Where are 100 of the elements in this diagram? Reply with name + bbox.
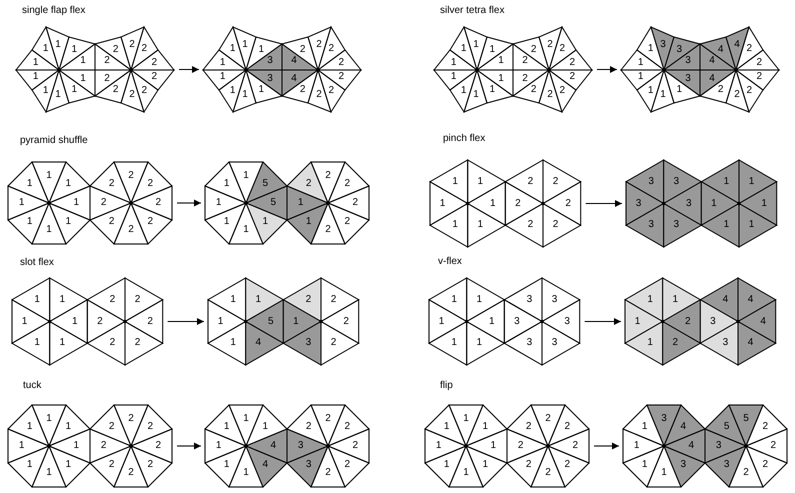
face-number: 1 xyxy=(490,198,496,208)
face-number: 1 xyxy=(216,198,222,208)
face-number: 1 xyxy=(18,198,24,208)
face-number: 1 xyxy=(230,338,236,348)
face-number: 2 xyxy=(128,225,134,236)
face-number: 1 xyxy=(648,86,654,96)
face-number: 3 xyxy=(564,316,570,326)
face-number: 4 xyxy=(734,40,740,50)
face-number: 3 xyxy=(636,198,642,208)
face-number: 1 xyxy=(444,422,450,432)
face-number: 2 xyxy=(518,441,524,451)
face-number: 1 xyxy=(46,170,52,181)
face-number: 2 xyxy=(148,422,154,432)
face-number: 3 xyxy=(686,198,692,208)
face-number: 3 xyxy=(722,338,728,348)
face-number: 4 xyxy=(262,460,268,470)
face-number: 2 xyxy=(756,72,762,82)
face-number: 1 xyxy=(748,176,754,187)
face-number: 2 xyxy=(152,58,158,68)
face-number: 1 xyxy=(298,198,304,208)
face-number: 2 xyxy=(530,84,536,95)
panel-title: tuck xyxy=(23,380,42,392)
face-number: 2 xyxy=(762,460,768,470)
panel-title: slot flex xyxy=(20,257,54,269)
face-number: 1 xyxy=(482,422,488,432)
panel-title: pinch flex xyxy=(443,133,486,145)
face-number: 4 xyxy=(748,338,754,348)
face-number: 1 xyxy=(242,90,248,100)
face-number: 2 xyxy=(344,217,350,228)
face-number: 4 xyxy=(270,441,276,451)
face-number: 2 xyxy=(338,58,344,68)
face-number: 1 xyxy=(490,45,496,56)
face-number: 3 xyxy=(648,220,654,230)
face-number: 1 xyxy=(26,460,32,470)
face-number: 1 xyxy=(255,294,261,305)
face-number: 1 xyxy=(460,44,466,54)
face-number: 2 xyxy=(330,294,336,305)
face-number: 2 xyxy=(316,40,322,50)
face-number: 3 xyxy=(716,441,722,451)
face-number: 1 xyxy=(32,72,38,82)
face-number: 2 xyxy=(547,40,553,50)
face-number: 5 xyxy=(270,198,276,208)
face-number: 1 xyxy=(230,86,236,96)
face-number: 1 xyxy=(262,422,268,432)
face-number: 2 xyxy=(108,422,114,432)
face-number: 3 xyxy=(673,220,679,230)
face-number: 2 xyxy=(545,468,551,478)
face-number: 3 xyxy=(676,45,682,56)
panel-title: v-flex xyxy=(438,256,462,268)
face-number: 3 xyxy=(685,56,691,66)
face-number: 4 xyxy=(709,56,715,66)
face-number: 2 xyxy=(552,176,558,187)
face-number: 1 xyxy=(230,44,236,54)
face-number: 2 xyxy=(515,198,521,208)
face-number: 1 xyxy=(647,294,653,305)
face-number: 1 xyxy=(473,90,479,100)
face-number: 5 xyxy=(262,178,268,189)
face-number: 2 xyxy=(100,441,106,451)
face-number: 2 xyxy=(142,44,148,54)
face-number: 2 xyxy=(148,178,154,189)
face-number: 2 xyxy=(152,72,158,82)
panel-title: silver tetra flex xyxy=(440,5,504,17)
face-number: 1 xyxy=(452,220,458,230)
face-number: 1 xyxy=(66,422,72,432)
face-number: 4 xyxy=(255,338,261,348)
face-number: 1 xyxy=(243,170,249,181)
face-number: 2 xyxy=(547,90,553,100)
face-number: 1 xyxy=(638,72,644,82)
face-number: 2 xyxy=(565,198,571,208)
face-number: 1 xyxy=(440,198,446,208)
face-number: 1 xyxy=(55,40,61,50)
face-number: 1 xyxy=(293,316,299,326)
face-number: 1 xyxy=(711,198,717,208)
face-number: 2 xyxy=(134,294,140,305)
face-number: 5 xyxy=(743,414,749,424)
face-number: 1 xyxy=(476,338,482,348)
face-number: 2 xyxy=(306,422,312,432)
face-number: 1 xyxy=(80,56,86,66)
face-number: 1 xyxy=(489,316,495,326)
face-number: 3 xyxy=(685,74,691,84)
face-number: 1 xyxy=(243,225,249,236)
face-number: 4 xyxy=(722,294,728,305)
face-number: 2 xyxy=(352,198,358,208)
face-number: 2 xyxy=(328,44,334,54)
face-number: 1 xyxy=(32,58,38,68)
face-number: 2 xyxy=(718,84,724,95)
face-number: 1 xyxy=(59,294,65,305)
face-number: 2 xyxy=(338,72,344,82)
face-number: 1 xyxy=(224,217,230,228)
face-number: 2 xyxy=(526,422,532,432)
face-number: 1 xyxy=(34,338,40,348)
face-number: 1 xyxy=(80,74,86,84)
face-number: 1 xyxy=(42,44,48,54)
face-number: 2 xyxy=(526,460,532,470)
face-number: 4 xyxy=(748,294,754,305)
face-number: 1 xyxy=(477,176,483,187)
face-number: 2 xyxy=(560,86,566,96)
face-number: 1 xyxy=(450,58,456,68)
face-number: 3 xyxy=(710,316,716,326)
face-number: 2 xyxy=(128,170,134,181)
